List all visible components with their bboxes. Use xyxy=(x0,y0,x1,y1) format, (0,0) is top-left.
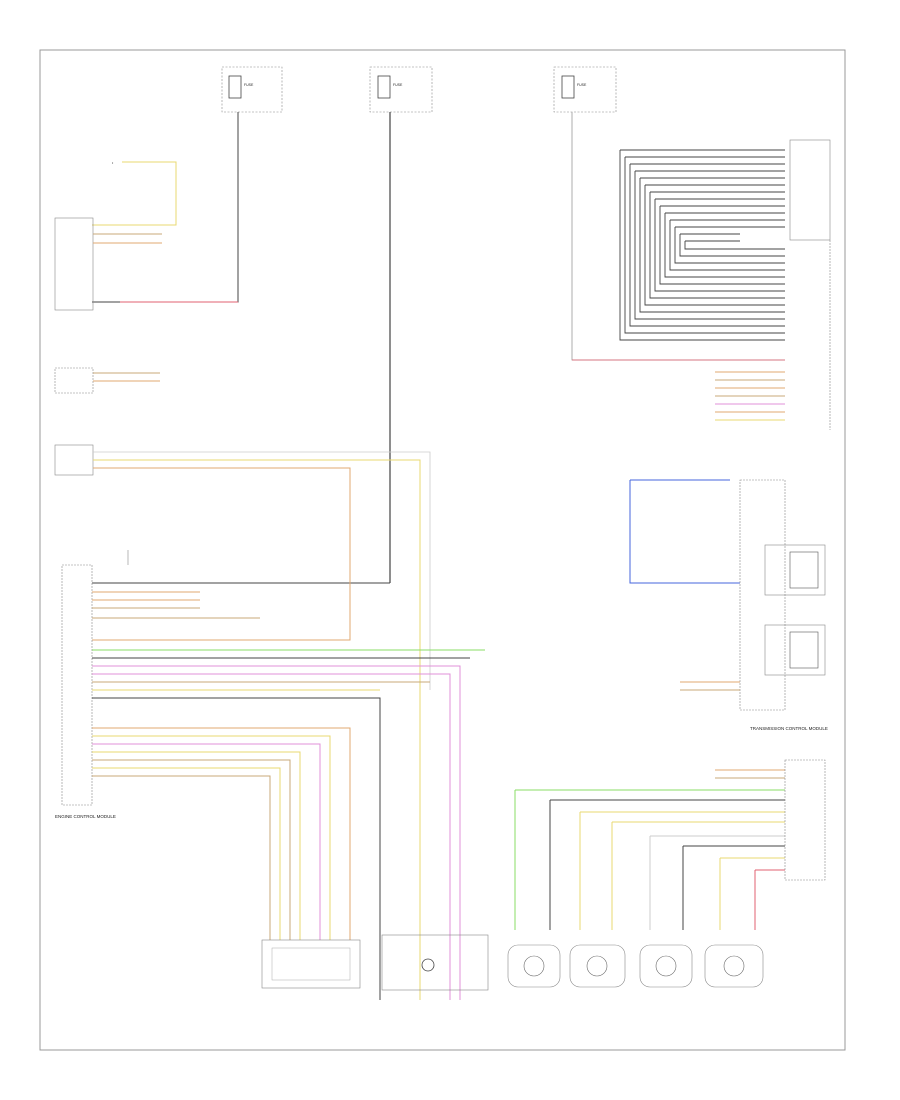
fuse-1-name: FUSE xyxy=(244,83,254,87)
transmission-module-title: TRANSMISSION CONTROL MODULE xyxy=(750,726,828,731)
diagram-frame xyxy=(39,49,846,1051)
yaw-rate-sensor xyxy=(381,934,489,991)
ecm-wire-bundle xyxy=(92,591,485,1000)
abs-module-harness xyxy=(619,149,785,341)
fuse-3-name: FUSE xyxy=(577,83,587,87)
wheel-speed-sensor-2 xyxy=(569,944,626,988)
fuse-3: FUSE xyxy=(553,66,617,113)
engine-control-module: ENGINE CONTROL MODULE xyxy=(55,550,485,1000)
wheel-speed-sensor-4 xyxy=(704,944,764,988)
fuse-2-name: FUSE xyxy=(393,83,403,87)
ecm-title: ENGINE CONTROL MODULE xyxy=(55,814,116,819)
fuse-2: FUSE xyxy=(369,66,433,113)
fuse-wires xyxy=(92,112,785,584)
wheel-speed-sensor-3 xyxy=(639,944,693,988)
wheel-speed-sensor-1 xyxy=(507,944,561,988)
brake-sensor xyxy=(54,444,431,1000)
abs-module-box xyxy=(789,139,831,241)
steering-angle-sensor xyxy=(261,820,361,989)
electrohydraulic-unit: • xyxy=(54,161,177,311)
ignition-module xyxy=(54,367,160,394)
svg-text:•: • xyxy=(112,161,114,165)
abs-ground-wires xyxy=(715,371,785,421)
fuse-1: FUSE xyxy=(221,66,283,113)
transmission-module: TRANSMISSION CONTROL MODULE xyxy=(629,479,828,731)
right-module-box xyxy=(784,759,826,881)
right-module-wires xyxy=(514,769,785,930)
